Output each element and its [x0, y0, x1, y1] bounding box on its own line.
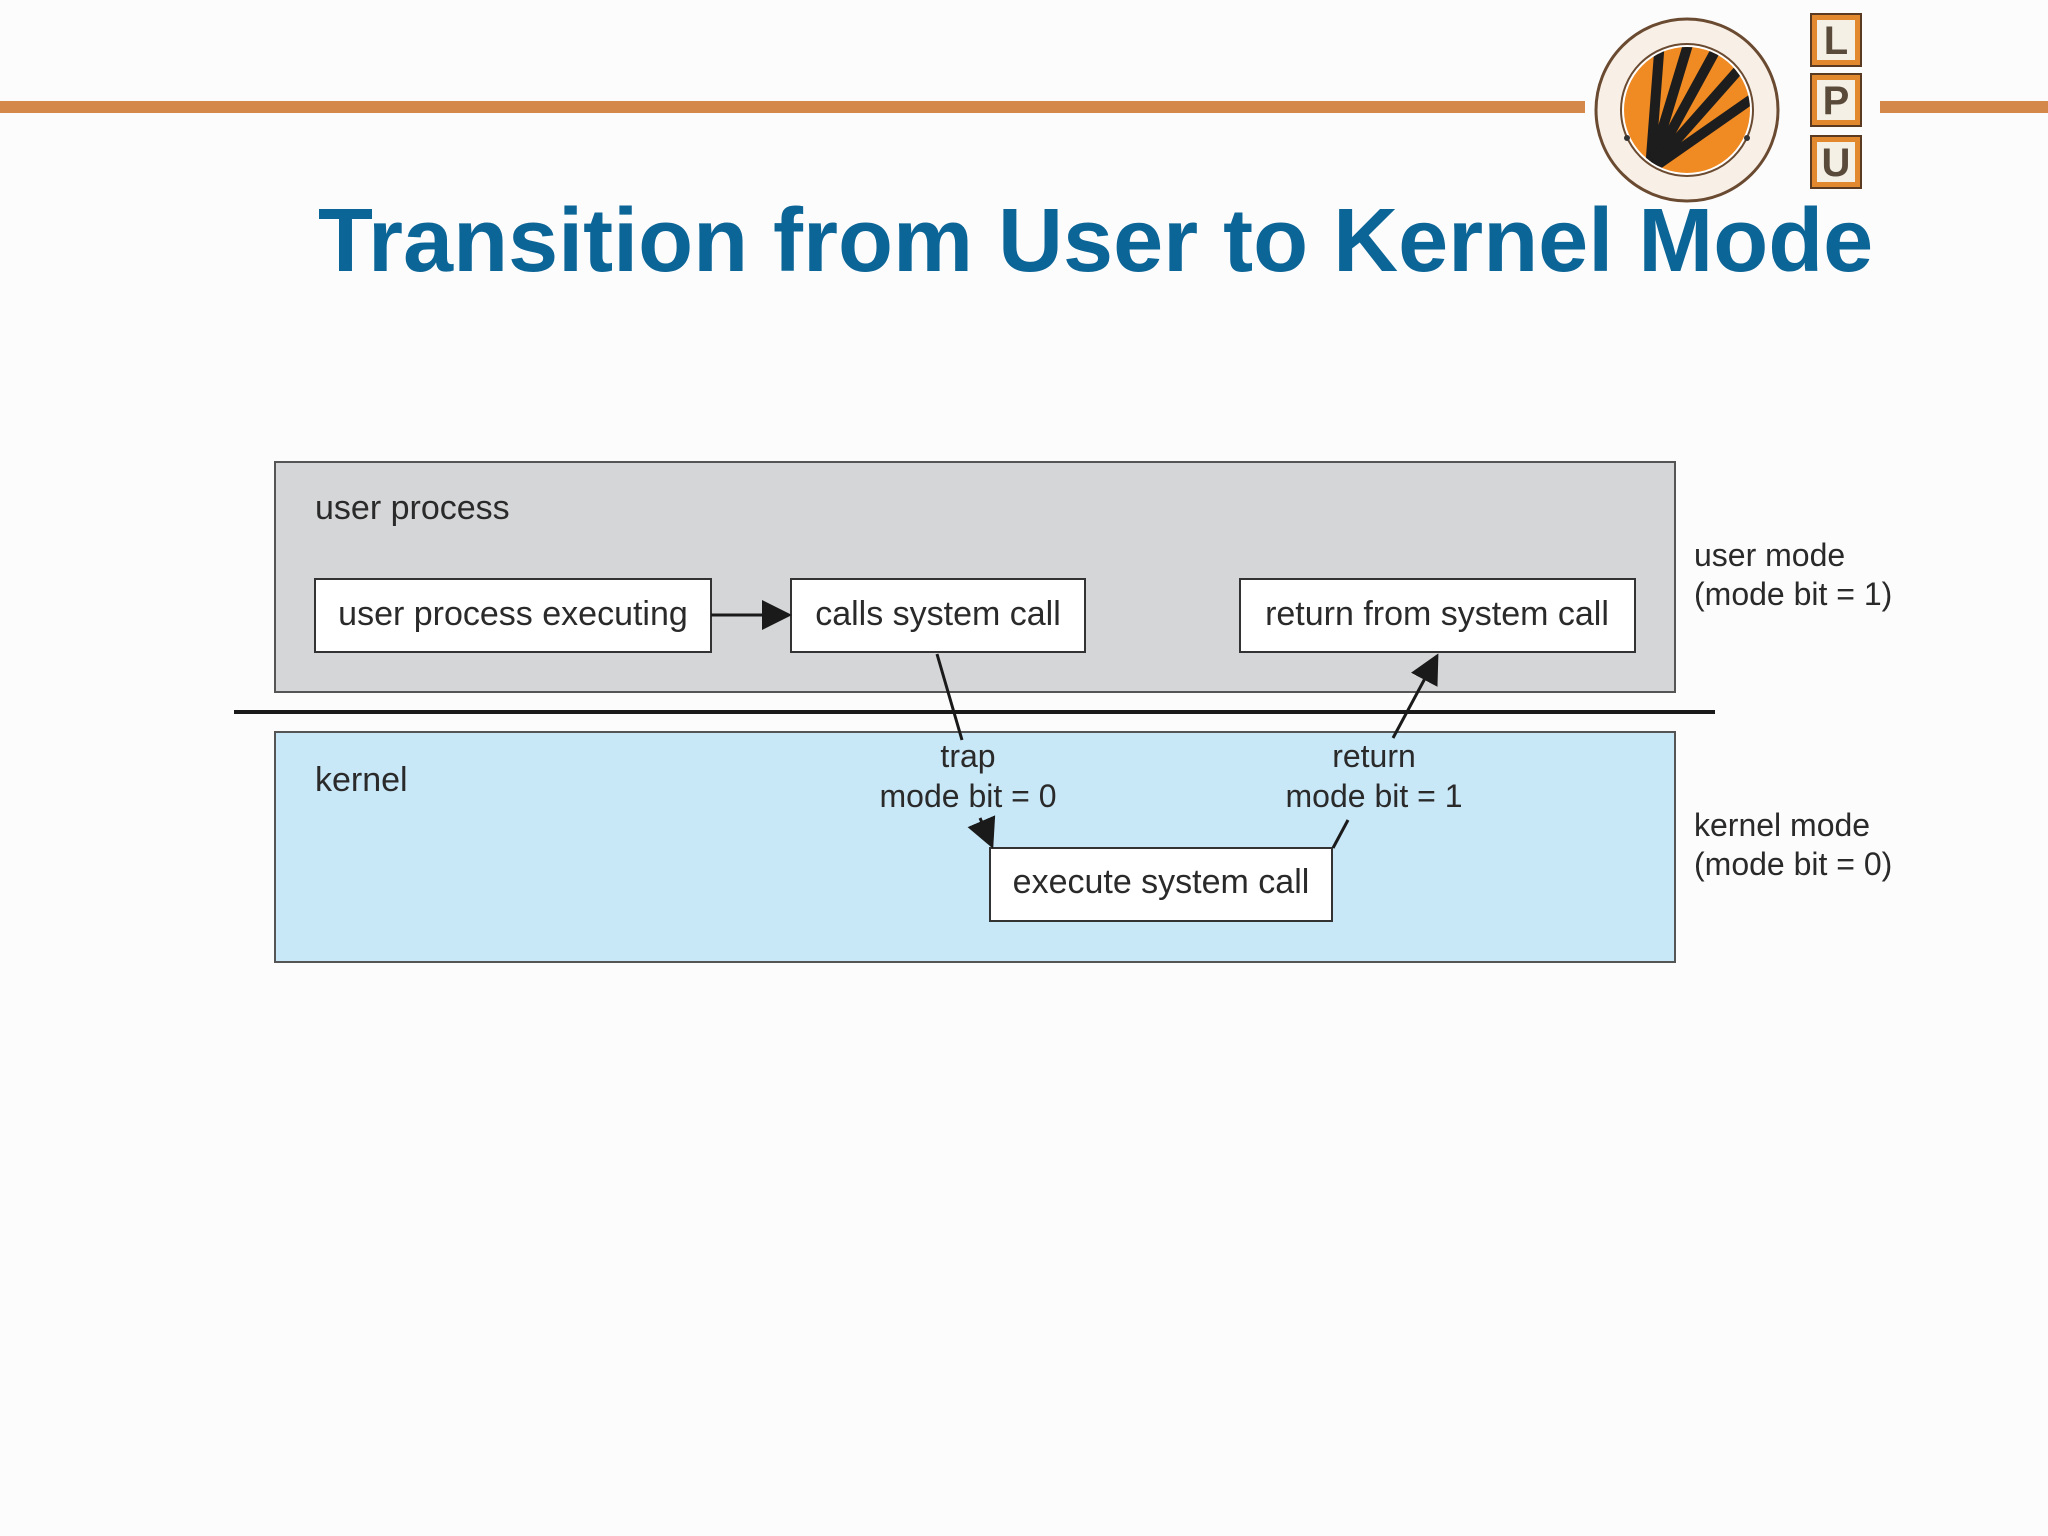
arrow-return-upper [1391, 653, 1439, 739]
user-process-region [274, 461, 1676, 693]
return-mode-bit-label: mode bit = 1 [1286, 778, 1463, 814]
header-rule-right [1880, 101, 2048, 113]
box-return-from-system-call: return from system call [1239, 578, 1636, 653]
box-user-process-executing: user process executing [314, 578, 712, 653]
arrow-trap-upper [935, 653, 964, 741]
trap-label: trap [940, 738, 995, 774]
arrow-trap-lower [967, 815, 996, 849]
university-logo: L P U [1594, 13, 1862, 203]
user-mode-label: user mode [1694, 537, 1845, 573]
user-mode-bit-label: (mode bit = 1) [1694, 576, 1892, 612]
kernel-label: kernel [315, 761, 408, 799]
logo-letter-p: P [1810, 73, 1862, 127]
box-execute-system-call-label: execute system call [1013, 863, 1310, 901]
box-calls-system-call-label: calls system call [815, 595, 1061, 633]
return-label: return [1332, 738, 1416, 774]
trap-mode-bit-label: mode bit = 0 [880, 778, 1057, 814]
logo-letter-u: U [1810, 135, 1862, 189]
header-rule-left [0, 101, 1585, 113]
logo-letter-p-text: P [1823, 79, 1850, 123]
box-calls-system-call: calls system call [790, 578, 1086, 653]
box-execute-system-call: execute system call [989, 847, 1333, 922]
arrow-return-lower [1331, 819, 1350, 849]
box-user-process-executing-label: user process executing [338, 595, 688, 633]
logo-letter-l: L [1810, 13, 1862, 67]
box-return-from-system-call-label: return from system call [1265, 595, 1609, 633]
user-process-label: user process [315, 489, 510, 527]
logo-letter-l-text: L [1824, 19, 1848, 63]
slide-title: Transition from User to Kernel Mode [318, 191, 1874, 291]
logo-letter-u-text: U [1822, 141, 1851, 185]
kernel-mode-label: kernel mode [1694, 807, 1870, 843]
kernel-mode-bit-label: (mode bit = 0) [1694, 846, 1892, 882]
